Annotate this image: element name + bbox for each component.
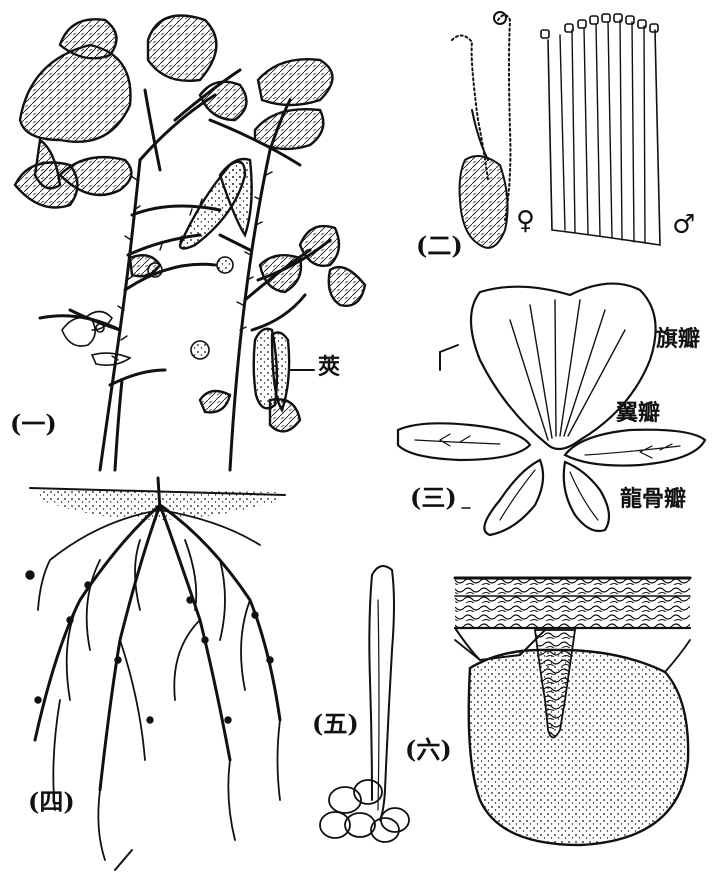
male-symbol: ♂ (672, 212, 695, 238)
anthers (541, 14, 658, 38)
panel-label-5: (五) (312, 712, 359, 736)
pistil-drawing (452, 12, 510, 248)
panel-label-4: (四) (28, 790, 75, 814)
keel-petal-label: 龍骨瓣 (620, 488, 686, 510)
standard-petal-label: 旗瓣 (656, 328, 700, 350)
panel-label-6: (六) (405, 738, 452, 762)
panel-label-2: (二) (416, 234, 463, 258)
stamen-tube-drawing (541, 14, 660, 245)
wing-petal-left (398, 423, 530, 460)
pod-label: 莢 (318, 356, 340, 378)
root-hair-cells (320, 780, 409, 842)
soybean-plant-drawing (15, 16, 365, 471)
nodule-section-drawing (455, 578, 690, 845)
wing-petal-label: 翼瓣 (616, 402, 660, 424)
root-nodules (26, 571, 273, 723)
female-symbol: ♀ (516, 208, 535, 234)
root-hair-drawing (320, 566, 409, 842)
panel-label-1: (一) (10, 412, 57, 436)
panel-label-3: (三) (410, 486, 457, 510)
nodule-body (469, 650, 688, 845)
